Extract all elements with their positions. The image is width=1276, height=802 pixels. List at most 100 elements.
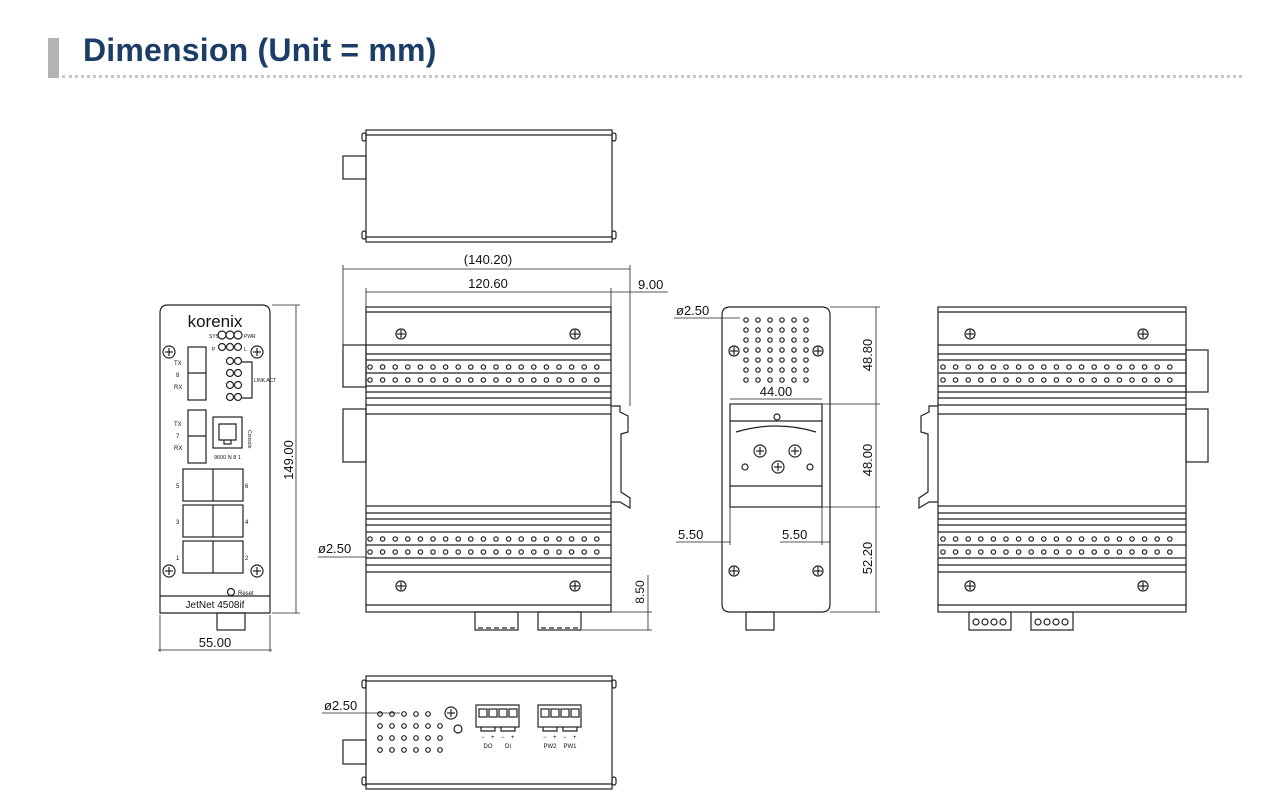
vent-hole (1015, 536, 1022, 542)
port-number: 2 (245, 556, 249, 562)
vent-hole (413, 723, 419, 729)
vent-hole (1167, 377, 1173, 383)
vent-hole (1129, 364, 1135, 370)
pin-polarity: + (553, 735, 557, 741)
port-number: 1 (176, 556, 180, 562)
vent-hole (392, 536, 399, 542)
vent-hole (977, 549, 984, 555)
vent-hole (556, 377, 562, 383)
sfp-slots (187, 346, 207, 464)
dim-bottom-offset: 8.50 (633, 580, 647, 604)
vent-hole (803, 347, 809, 353)
vent-hole (990, 377, 997, 383)
vent-hole (791, 367, 797, 373)
vent-hole (581, 536, 588, 542)
page-title: Dimension (Unit = mm) (83, 32, 437, 68)
vent-hole (593, 377, 600, 383)
vent-hole (940, 549, 946, 555)
vent-hole (389, 723, 395, 729)
vent-hole (467, 536, 474, 542)
vent-hole (1116, 364, 1123, 370)
vent-hole (392, 364, 399, 370)
vent-hole (518, 549, 525, 555)
dim-body-length: 120.60 (468, 276, 508, 291)
vent-hole (1078, 549, 1085, 555)
terminal-pins (972, 618, 1069, 626)
pin-polarity: + (491, 735, 495, 741)
vent-hole (1028, 364, 1035, 370)
vent-hole (940, 536, 946, 542)
vent-hole (1041, 549, 1047, 555)
vent-hole (1167, 549, 1173, 555)
vent-hole (1003, 364, 1009, 370)
vent-hole (767, 317, 773, 323)
pin-polarity: + (573, 735, 577, 741)
vent-hole (952, 364, 959, 370)
dim-din-width: 44.00 (760, 384, 793, 399)
vent-hole (1053, 549, 1060, 555)
vent-hole (1003, 549, 1009, 555)
right-side-body (937, 306, 1187, 613)
vent-hole (755, 327, 761, 333)
vent-hole (413, 711, 419, 717)
vent-hole (755, 317, 761, 323)
vent-hole (530, 549, 537, 555)
vent-hole (530, 536, 537, 542)
dim-overall-length: (140.20) (464, 252, 512, 267)
vent-hole (1028, 549, 1035, 555)
vent-hole (743, 317, 749, 323)
vent-hole (593, 364, 600, 370)
vent-hole (791, 377, 797, 383)
vent-hole (430, 377, 436, 383)
vent-hole (442, 536, 449, 542)
vent-hole (755, 357, 761, 363)
rear-screw-icon (728, 345, 824, 577)
vent-hole (593, 549, 600, 555)
vent-hole (367, 549, 373, 555)
console-port (212, 416, 243, 449)
vent-hole (568, 377, 575, 383)
dim-side-top: 48.80 (860, 339, 875, 372)
reset-label: Reset (238, 591, 254, 597)
vent-hole (803, 367, 809, 373)
vent-hole (1104, 536, 1110, 542)
vent-hole (1091, 549, 1098, 555)
vent-hole (389, 735, 395, 741)
vent-hole (430, 536, 436, 542)
top-view (342, 129, 617, 243)
vent-hole (505, 536, 512, 542)
vent-hole (952, 549, 959, 555)
port-number: 4 (245, 520, 249, 526)
vent-hole (467, 377, 474, 383)
vent-hole (791, 347, 797, 353)
vent-hole (755, 367, 761, 373)
vent-hole (581, 364, 588, 370)
vent-hole (392, 377, 399, 383)
front-panel-connector (216, 612, 246, 631)
pin-polarity: − (543, 735, 547, 741)
pin-polarity: − (563, 735, 567, 741)
vent-hole (425, 711, 431, 717)
vent-hole (404, 364, 411, 370)
vent-hole (1116, 377, 1123, 383)
vent-hole (965, 536, 972, 542)
vent-hole (1053, 536, 1060, 542)
vent-hole (1104, 549, 1110, 555)
vent-hole (556, 364, 562, 370)
side-screw-icon (395, 328, 581, 592)
vent-hole (1053, 364, 1060, 370)
vent-hole (1167, 536, 1173, 542)
vent-hole (1129, 549, 1135, 555)
vent-hole (791, 327, 797, 333)
vent-hole (767, 357, 773, 363)
vent-hole (1003, 377, 1009, 383)
vent-hole (1041, 536, 1047, 542)
vent-hole (581, 549, 588, 555)
left-side-body (365, 306, 612, 613)
vent-hole (803, 327, 809, 333)
vent-hole (437, 723, 443, 729)
sfp-label: 8 (176, 373, 180, 379)
vent-hole (990, 536, 997, 542)
terminal-label-pw1: PW1 (563, 744, 577, 750)
